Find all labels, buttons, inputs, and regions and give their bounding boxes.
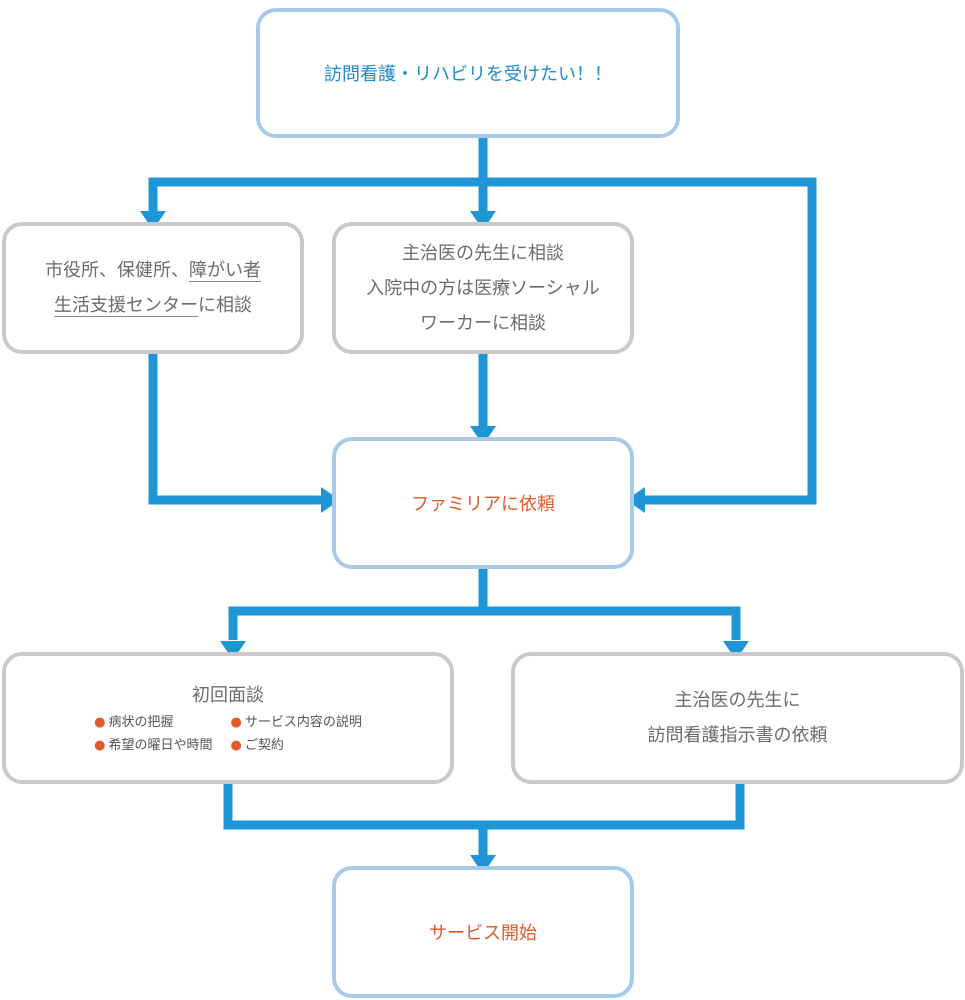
doctor-order-node: 主治医の先生に 訪問看護指示書の依頼 xyxy=(511,652,964,784)
bullet-text: 病状の把握 xyxy=(108,714,174,730)
doctor-order-line-1: 主治医の先生に xyxy=(674,690,801,711)
city-office-node: 市役所、保健所、障がい者 生活支援センターに相談 xyxy=(2,222,304,354)
doctor-consult-line-1: 主治医の先生に相談 xyxy=(402,242,564,264)
city-office-text-plain-2: に相談 xyxy=(198,295,252,316)
first-interview-bullets: ●病状の把握 ●サービス内容の説明 ●希望の曜日や時間 ●ご契約 xyxy=(94,713,362,756)
familia-node: ファミリアに依頼 xyxy=(332,437,634,569)
arrowhead-doctor-to-familia-icon xyxy=(470,426,496,445)
first-interview-title: 初回面談 xyxy=(192,684,264,706)
city-office-line-2: 生活支援センターに相談 xyxy=(54,288,252,323)
bullet-dot-icon: ● xyxy=(94,737,106,753)
doctor-order-line-2: 訪問看護指示書の依頼 xyxy=(647,725,828,746)
bullet-dot-icon: ● xyxy=(230,714,242,730)
bullet-item: ●ご契約 xyxy=(231,736,362,756)
city-office-text-underlined-1: 障がい者 xyxy=(189,260,261,281)
arrowhead-bypass-to-familia-icon xyxy=(626,487,645,513)
first-interview-node: 初回面談 ●病状の把握 ●サービス内容の説明 ●希望の曜日や時間 ●ご契約 xyxy=(2,652,454,784)
city-office-line-1: 市役所、保健所、障がい者 xyxy=(45,253,261,288)
arrowhead-to-first-interview-icon xyxy=(220,641,246,660)
arrowhead-city-to-familia-icon xyxy=(321,487,340,513)
bullet-dot-icon: ● xyxy=(230,737,242,753)
doctor-consult-node: 主治医の先生に相談 入院中の方は医療ソーシャル ワーカーに相談 xyxy=(332,222,634,354)
connector-right-bypass xyxy=(640,182,817,505)
arrowhead-to-service-start-icon xyxy=(470,855,496,874)
doctor-consult-line-2: 入院中の方は医療ソーシャル xyxy=(366,277,600,299)
bullet-dot-icon: ● xyxy=(94,714,106,730)
bullet-item: ●サービス内容の説明 xyxy=(231,713,362,733)
arrowhead-to-city-office-icon xyxy=(140,211,166,230)
city-office-text-underlined-2: 生活支援センター xyxy=(54,295,198,316)
arrowhead-to-doctor-consult-icon xyxy=(470,211,496,230)
doctor-consult-line-3: ワーカーに相談 xyxy=(420,312,546,334)
bullet-item: ●希望の曜日や時間 xyxy=(94,736,212,756)
service-start-text: サービス開始 xyxy=(429,923,537,944)
familia-text: ファミリアに依頼 xyxy=(411,494,555,515)
bullet-text: 希望の曜日や時間 xyxy=(108,737,213,753)
bullet-item: ●病状の把握 xyxy=(94,713,212,733)
bullet-text: サービス内容の説明 xyxy=(244,714,362,730)
bullet-text: ご契約 xyxy=(244,737,284,753)
connector-city-office-to-familia xyxy=(148,350,325,505)
start-node: 訪問看護・リハビリを受けたい！！ xyxy=(256,8,680,138)
start-text: 訪問看護・リハビリを受けたい！！ xyxy=(324,64,612,85)
service-start-node: サービス開始 xyxy=(332,866,634,998)
city-office-text-plain-1: 市役所、保健所、 xyxy=(45,260,189,281)
arrowhead-to-doctor-order-icon xyxy=(723,641,749,660)
connector-merge xyxy=(223,780,745,830)
